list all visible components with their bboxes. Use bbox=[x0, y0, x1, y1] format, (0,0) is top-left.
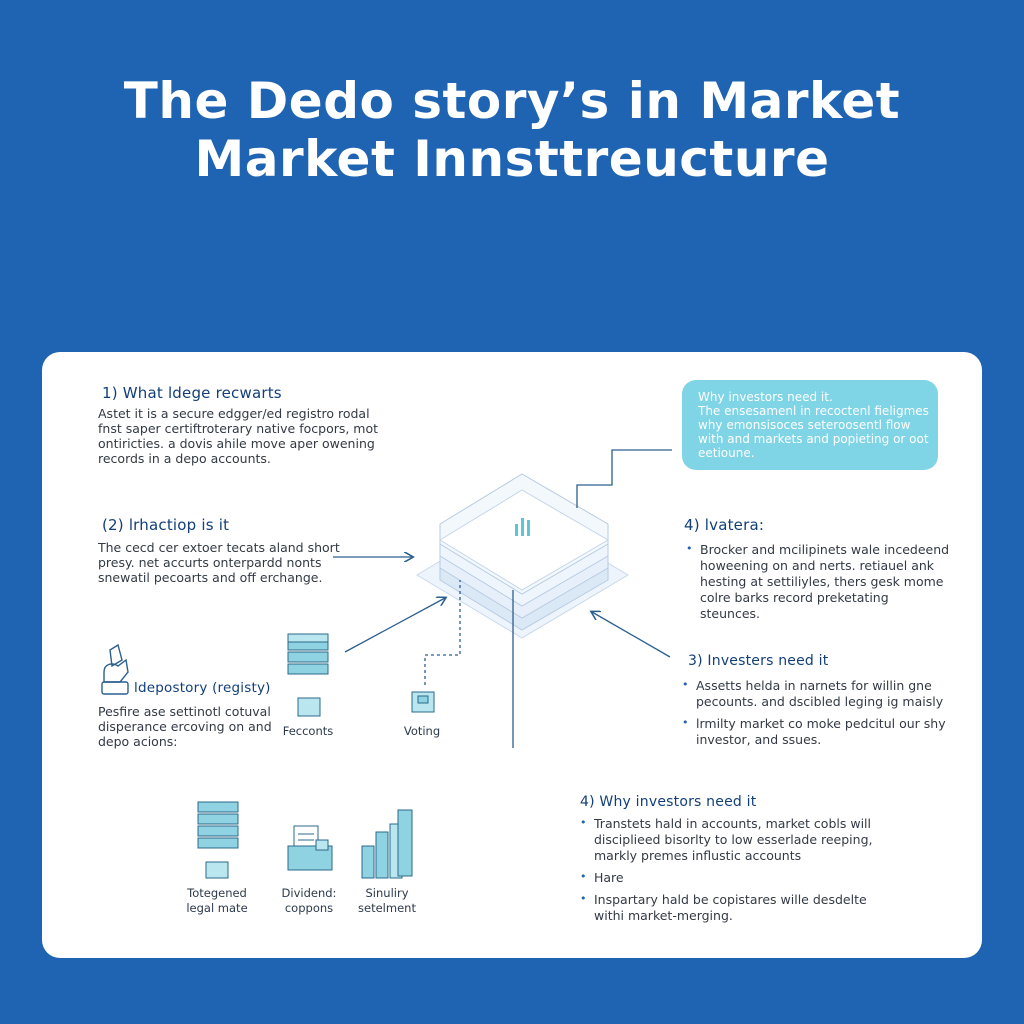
callout-line: Why investors need it. bbox=[698, 390, 833, 404]
list-item: Transtets hald in accounts, market cobls… bbox=[580, 815, 873, 864]
list-item: Hare bbox=[580, 869, 873, 886]
title-line-2: Market Innsttreucture bbox=[194, 130, 830, 188]
list-item: Assetts helda in narnets for willin gne … bbox=[682, 677, 946, 710]
section4a-list: Brocker and mcilipinets wale incedeend h… bbox=[686, 541, 950, 628]
section2-line: The cecd cer extoer tecats aland short bbox=[98, 540, 340, 555]
list-item: Inspartary hald be copistares wille desd… bbox=[580, 891, 873, 924]
list-line: disciplieed bisorlty to low esserlade re… bbox=[594, 832, 873, 847]
page-title: The Dedo story’s in Market Market Innstt… bbox=[0, 72, 1024, 188]
list-line: Hare bbox=[594, 870, 624, 885]
section3-heading: ldepostory (registy) bbox=[134, 680, 271, 696]
section4b-list: Transtets hald in accounts, market cobls… bbox=[580, 815, 873, 930]
legal-label-line: Totegened bbox=[187, 886, 247, 900]
records-stack-icon bbox=[287, 633, 329, 717]
dividends-label-line: Dividend: bbox=[281, 886, 337, 900]
section1-line: fnst saper certiftroterary native focpor… bbox=[98, 421, 379, 436]
list-line: withi market-merging. bbox=[594, 908, 733, 923]
section4a-heading: 4) lvatera: bbox=[684, 516, 765, 534]
list-line: lrmilty market co moke pedcitul our shy bbox=[696, 716, 946, 731]
list-line: Transtets hald in accounts, market cobls… bbox=[594, 816, 871, 831]
list-item: Brocker and mcilipinets wale incedeend h… bbox=[686, 541, 950, 622]
section1-line: Astet it is a secure edgger/ed registro … bbox=[98, 406, 370, 421]
section1-text: Astet it is a secure edgger/ed registro … bbox=[98, 406, 378, 466]
legal-label-line: legal mate bbox=[186, 901, 248, 915]
list-line: Assetts helda in narnets for willin gne bbox=[696, 678, 932, 693]
section3-line: depo acions: bbox=[98, 734, 178, 749]
records-label: Fecconts bbox=[282, 724, 334, 738]
section3-text: Pesfire ase settinotl cotuval disperance… bbox=[98, 704, 272, 749]
list-line: Inspartary hald be copistares wille desd… bbox=[594, 892, 867, 907]
section4b-heading: 4) Why investors need it bbox=[580, 794, 757, 810]
central-depository-stack-icon bbox=[416, 473, 629, 639]
why-investors-callout: Why investors need it. The ensesamenl in… bbox=[682, 380, 938, 470]
section2-heading: (2) lrhactiop is it bbox=[102, 516, 230, 534]
list-line: markly premes influstic accounts bbox=[594, 848, 802, 863]
section1-line: records in a depo accounts. bbox=[98, 451, 271, 466]
voting-box-icon bbox=[411, 691, 435, 713]
section3-line: disperance ercoving on and bbox=[98, 719, 272, 734]
settlement-bars-icon bbox=[361, 809, 413, 879]
hand-certificate-icon bbox=[101, 643, 129, 695]
section1-heading: 1) What ldege recwarts bbox=[102, 384, 282, 402]
callout-line: eetioune. bbox=[698, 446, 755, 460]
settlement-label-line: setelment bbox=[358, 901, 416, 915]
list-line: steunces. bbox=[700, 606, 760, 621]
section3-right-heading: 3) Investers need it bbox=[688, 653, 829, 669]
section1-line: ontiricties. a dovis ahile move aper owe… bbox=[98, 436, 375, 451]
dividends-label-line: coppons bbox=[284, 901, 334, 915]
list-line: investor, and ssues. bbox=[696, 732, 822, 747]
dividends-label: Dividend: coppons bbox=[264, 886, 354, 916]
dividends-coupons-icon bbox=[287, 825, 333, 871]
settlement-label-line: Sinuliry bbox=[365, 886, 409, 900]
section2-line: snewatil pecoarts and off erchange. bbox=[98, 570, 323, 585]
list-line: pecounts. and dscibled leging ig maisly bbox=[696, 694, 944, 709]
section3-line: Pesfire ase settinotl cotuval bbox=[98, 704, 271, 719]
list-item: lrmilty market co moke pedcitul our shy … bbox=[682, 715, 946, 748]
settlement-label: Sinuliry setelment bbox=[342, 886, 432, 916]
legal-label: Totegened legal mate bbox=[172, 886, 262, 916]
section3-right-list: Assetts helda in narnets for willin gne … bbox=[682, 677, 946, 754]
legal-stack-icon bbox=[197, 801, 239, 879]
voting-label: Voting bbox=[403, 724, 441, 738]
list-line: hesting at settiliyles, thers gesk mome bbox=[700, 574, 944, 589]
list-line: howeening on and nerts. retiauel ank bbox=[700, 558, 935, 573]
section2-text: The cecd cer extoer tecats aland short p… bbox=[98, 540, 340, 585]
list-line: Brocker and mcilipinets wale incedeend bbox=[700, 542, 950, 557]
callout-line: why emonsisoces seteroosentl flow bbox=[698, 418, 911, 432]
section2-line: presy. net accurts onterpardd nonts bbox=[98, 555, 322, 570]
callout-line: with and markets and popieting or oot bbox=[698, 432, 929, 446]
callout-line: The ensesamenl in recoctenl fieligmes bbox=[698, 404, 929, 418]
connector-lines bbox=[333, 449, 672, 748]
list-line: colre barks record preketating bbox=[700, 590, 889, 605]
title-line-1: The Dedo story’s in Market bbox=[123, 72, 901, 130]
